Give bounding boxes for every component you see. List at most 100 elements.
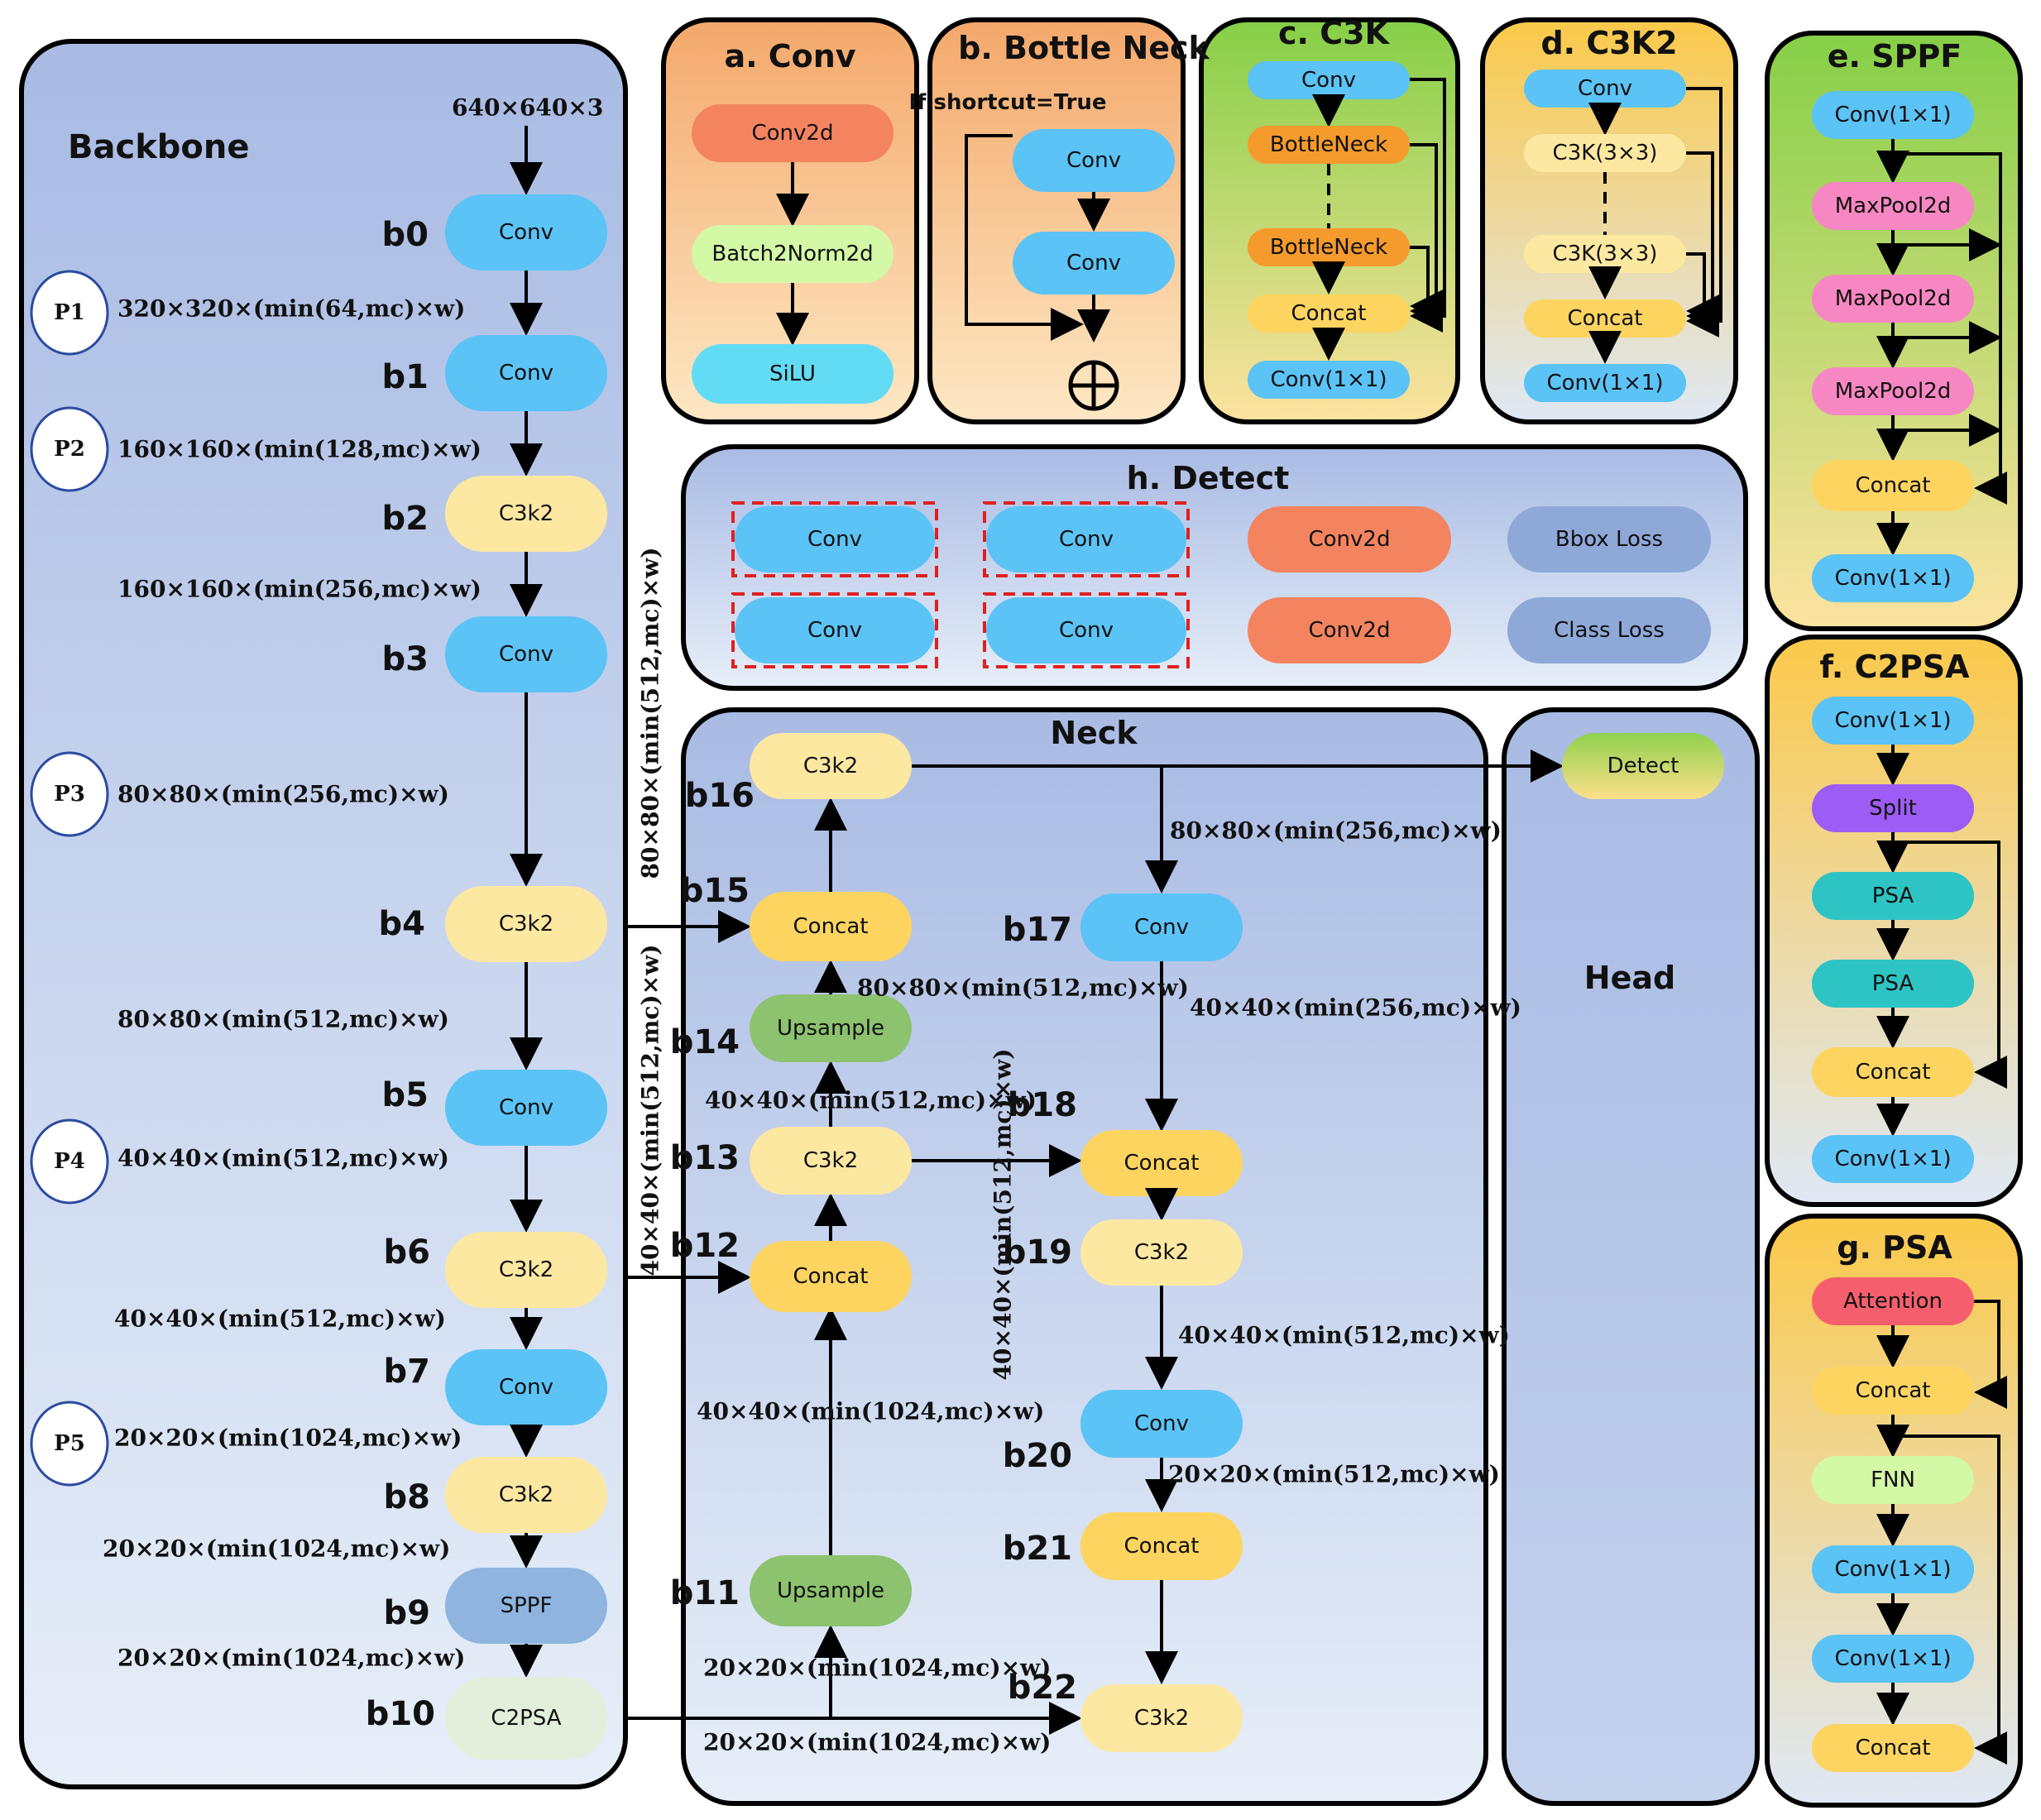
svg-text:P5: P5 bbox=[54, 1431, 85, 1456]
svg-text:PSA: PSA bbox=[1872, 971, 1914, 996]
c3k2-concat: Concat bbox=[1524, 299, 1686, 338]
c3k-conv1x1: Conv(1×1) bbox=[1248, 361, 1410, 399]
svg-text:MaxPool2d: MaxPool2d bbox=[1835, 286, 1952, 311]
svg-text:Upsample: Upsample bbox=[777, 1016, 884, 1041]
c3k-module-title: c. C3K bbox=[1278, 15, 1391, 51]
svg-text:P1: P1 bbox=[54, 300, 85, 325]
dim-b12-in: 40×40×(min(1024,mc)×w) bbox=[697, 1398, 1044, 1425]
psa-skip-1 bbox=[1974, 1300, 2007, 1409]
svg-text:Bbox Loss: Bbox Loss bbox=[1555, 527, 1663, 552]
detect-conv2d-2: Conv2d bbox=[1248, 597, 1451, 663]
backbone-node-b3: Conv b3 bbox=[382, 616, 607, 692]
svg-text:Conv: Conv bbox=[1134, 1411, 1189, 1436]
c2psa-psa-2: PSA bbox=[1812, 960, 1974, 1008]
svg-text:b2: b2 bbox=[382, 500, 429, 538]
detect-bbox-loss: Bbox Loss bbox=[1507, 506, 1711, 572]
svg-text:Conv(1×1): Conv(1×1) bbox=[1834, 566, 1951, 591]
dim-b7-out: 20×20×(min(1024,mc)×w) bbox=[114, 1425, 462, 1452]
bottleneck-conv-2: Conv bbox=[1013, 232, 1175, 295]
svg-text:Conv2d: Conv2d bbox=[1309, 618, 1391, 643]
pyramid-p3: P3 bbox=[30, 751, 109, 837]
neck-node-b22: C3k2 b22 bbox=[1008, 1669, 1243, 1752]
pyramid-p4: P4 bbox=[30, 1118, 109, 1205]
svg-text:Conv: Conv bbox=[1066, 148, 1121, 173]
dim-b6-out: 40×40×(min(512,mc)×w) bbox=[114, 1305, 446, 1333]
svg-text:b21: b21 bbox=[1003, 1530, 1072, 1568]
svg-text:FNN: FNN bbox=[1871, 1468, 1915, 1492]
detect-dashed-box-3 bbox=[731, 592, 938, 668]
bottleneck-module-title: b. Bottle Neck bbox=[958, 30, 1210, 66]
svg-text:C3k2: C3k2 bbox=[1134, 1706, 1189, 1731]
svg-text:Conv: Conv bbox=[807, 618, 862, 643]
svg-text:C3k2: C3k2 bbox=[499, 1482, 553, 1507]
dim-b0-out: 320×320×(min(64,mc)×w) bbox=[117, 295, 465, 323]
detect-dashed-box-4 bbox=[983, 592, 1190, 668]
svg-text:Conv2d: Conv2d bbox=[752, 121, 834, 146]
sppf-concat: Concat bbox=[1812, 460, 1974, 511]
psa-attention: Attention bbox=[1812, 1277, 1974, 1325]
dim-b14-in: 80×80×(min(512,mc)×w) bbox=[857, 975, 1189, 1002]
svg-text:b14: b14 bbox=[670, 1023, 740, 1061]
backbone-node-b8: C3k2 b8 bbox=[384, 1457, 607, 1533]
svg-text:Attention: Attention bbox=[1843, 1289, 1943, 1314]
psa-fnn: FNN bbox=[1812, 1456, 1974, 1504]
svg-text:C3k2: C3k2 bbox=[803, 754, 858, 778]
backbone-node-b7: Conv b7 bbox=[384, 1349, 607, 1425]
svg-text:b7: b7 bbox=[384, 1353, 430, 1391]
dim-b2-out: 160×160×(min(256,mc)×w) bbox=[117, 576, 482, 603]
svg-text:Conv(1×1): Conv(1×1) bbox=[1270, 367, 1387, 392]
dim-b19-out: 40×40×(min(512,mc)×w) bbox=[1178, 1322, 1510, 1349]
psa-conv-2: Conv(1×1) bbox=[1812, 1635, 1974, 1683]
svg-text:b5: b5 bbox=[382, 1076, 429, 1114]
head-detect-node: Detect bbox=[1562, 733, 1724, 799]
detect-class-loss: Class Loss bbox=[1507, 597, 1711, 663]
svg-text:Conv: Conv bbox=[1578, 76, 1632, 101]
svg-text:b8: b8 bbox=[384, 1478, 430, 1516]
detect-conv-1: Conv bbox=[735, 506, 935, 572]
detect-panel bbox=[681, 444, 1748, 691]
svg-text:b19: b19 bbox=[1003, 1233, 1072, 1272]
svg-text:SiLU: SiLU bbox=[769, 362, 816, 386]
psa-module-title: g. PSA bbox=[1837, 1229, 1952, 1266]
dim-b11-in: 20×20×(min(1024,mc)×w) bbox=[703, 1655, 1051, 1682]
backbone-node-b2: C3k2 b2 bbox=[382, 476, 607, 552]
svg-text:PSA: PSA bbox=[1872, 884, 1914, 908]
c2psa-concat: Concat bbox=[1812, 1047, 1974, 1097]
dim-b8-out: 20×20×(min(1024,mc)×w) bbox=[103, 1535, 450, 1563]
svg-text:C3k2: C3k2 bbox=[499, 1257, 553, 1282]
backbone-node-b5: Conv b5 bbox=[382, 1070, 607, 1146]
psa-concat-1: Concat bbox=[1812, 1367, 1974, 1415]
conv-module-batchnorm: Batch2Norm2d bbox=[692, 225, 894, 283]
svg-text:b10: b10 bbox=[366, 1695, 435, 1733]
svg-text:Batch2Norm2d: Batch2Norm2d bbox=[711, 242, 873, 266]
psa-skip-2 bbox=[1893, 1434, 2007, 1765]
dim-b18-side: 40×40×(min(512,mc)×w) bbox=[989, 1049, 1017, 1381]
c3k2-c3k-1: C3K(3×3) bbox=[1524, 134, 1686, 172]
svg-text:Conv2d: Conv2d bbox=[1309, 527, 1391, 552]
pyramid-p5: P5 bbox=[30, 1401, 109, 1487]
neck-node-b14: Upsample b14 bbox=[670, 994, 912, 1062]
svg-text:b11: b11 bbox=[670, 1574, 740, 1612]
input-size-label: 640×640×3 bbox=[452, 94, 603, 122]
neck-title: Neck bbox=[1050, 715, 1138, 751]
svg-text:Conv: Conv bbox=[1059, 618, 1114, 643]
neck-node-b15: Concat b15 bbox=[680, 872, 912, 961]
dim-b4-to-neck: 80×80×(min(512,mc)×w) bbox=[637, 548, 664, 879]
svg-text:b4: b4 bbox=[379, 905, 425, 943]
sppf-maxpool-1: MaxPool2d bbox=[1812, 182, 1974, 230]
psa-concat-2: Concat bbox=[1812, 1724, 1974, 1772]
svg-text:Split: Split bbox=[1869, 796, 1917, 821]
c2psa-skip bbox=[1893, 841, 2007, 1089]
backbone-title: Backbone bbox=[68, 128, 250, 166]
psa-conv-1: Conv(1×1) bbox=[1812, 1545, 1974, 1593]
svg-text:b15: b15 bbox=[680, 872, 750, 910]
svg-text:P2: P2 bbox=[54, 437, 85, 462]
svg-text:b0: b0 bbox=[382, 216, 429, 254]
svg-text:Concat: Concat bbox=[1291, 301, 1367, 326]
svg-text:Upsample: Upsample bbox=[777, 1578, 884, 1603]
svg-text:Conv: Conv bbox=[499, 1095, 553, 1120]
dim-b16-out: 80×80×(min(256,mc)×w) bbox=[1170, 817, 1502, 845]
svg-text:C3K(3×3): C3K(3×3) bbox=[1553, 242, 1658, 266]
dim-b20-out: 20×20×(min(512,mc)×w) bbox=[1168, 1461, 1500, 1488]
